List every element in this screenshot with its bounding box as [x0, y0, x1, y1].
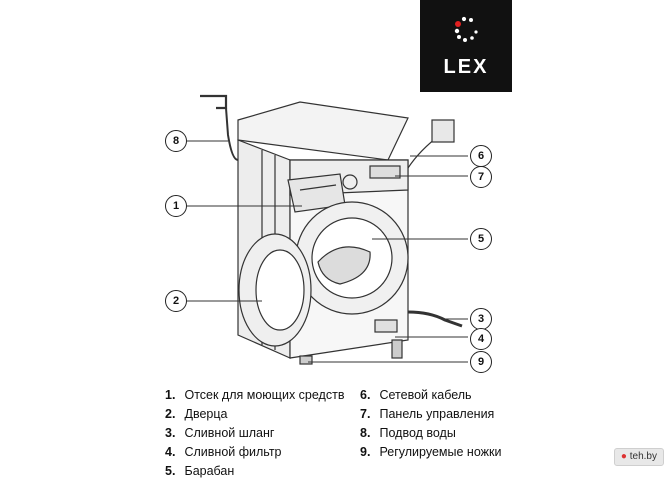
callout-4: 4	[470, 328, 492, 350]
logo-text: LEX	[443, 56, 489, 78]
callout-3: 3	[470, 308, 492, 330]
legend-item: 3. Сливной шланг	[165, 426, 275, 440]
source-watermark: ● teh.by	[613, 448, 664, 466]
legend-item: 5. Барабан	[165, 464, 235, 478]
legend-item: 6. Сетевой кабель	[360, 388, 472, 402]
water-inlet-hose	[225, 107, 239, 161]
callout-1: 1	[165, 195, 187, 217]
drum-interior	[317, 246, 371, 285]
legend-item: 2. Дверца	[165, 407, 228, 421]
callout-6: 6	[470, 145, 492, 167]
power-socket	[431, 119, 455, 143]
logo-dots-icon	[454, 16, 478, 42]
control-display	[369, 165, 401, 179]
washing-machine-illustration	[187, 94, 468, 365]
drain-filter-cover	[374, 319, 398, 333]
brand-logo: LEX	[420, 0, 512, 92]
legend-item: 1. Отсек для моющих средств	[165, 388, 345, 402]
legend-right: 6. Сетевой кабель 7. Панель управления 8…	[360, 386, 501, 462]
callout-8: 8	[165, 130, 187, 152]
legend-item: 9. Регулируемые ножки	[360, 445, 502, 459]
legend-item: 4. Сливной фильтр	[165, 445, 282, 459]
legend-item: 7. Панель управления	[360, 407, 495, 421]
legend-item: 8. Подвод воды	[360, 426, 456, 440]
callout-5: 5	[470, 228, 492, 250]
callout-2: 2	[165, 290, 187, 312]
callout-9: 9	[470, 351, 492, 373]
water-tap	[200, 94, 228, 110]
drain-hose	[407, 310, 463, 328]
watermark-dot-icon: ●	[620, 451, 627, 462]
callout-7: 7	[470, 166, 492, 188]
machine-top	[237, 101, 409, 161]
legend-left: 1. Отсек для моющих средств 2. Дверца 3.…	[165, 386, 344, 481]
